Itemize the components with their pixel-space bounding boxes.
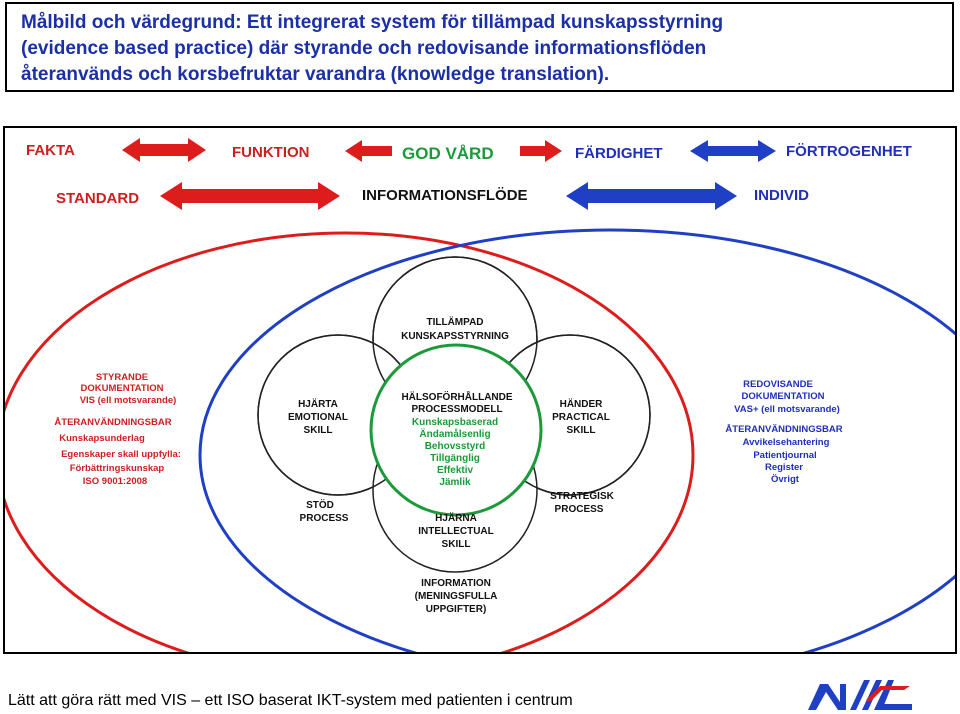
center-heading-2: PROCESSMODELL [411, 404, 502, 415]
information-line-2: (MENINGSFULLA [415, 591, 498, 602]
left-text-6: Egenskaper skall uppfylla: [61, 449, 181, 460]
left-text-7: Förbättringskunskap [70, 463, 165, 474]
label-fardighet: FÄRDIGHET [575, 145, 663, 162]
label-fortrogenhet: FÖRTROGENHET [786, 143, 912, 160]
right-text-4: ÅTERANVÄNDNINGSBAR [725, 424, 842, 435]
center-item-5: Effektiv [437, 465, 474, 476]
center-heading-1: HÄLSOFÖRHÅLLANDE [401, 390, 512, 403]
left-text-8: ISO 9001:2008 [83, 476, 147, 487]
right-text-6: Patientjournal [753, 450, 816, 461]
petal-top-line-1: TILLÄMPAD [426, 315, 483, 328]
right-text-3: VAS+ (ell motsvarande) [734, 404, 840, 415]
label-informationsflode: INFORMATIONSFLÖDE [362, 187, 528, 204]
petal-bottom-line-3: SKILL [442, 539, 471, 550]
label-standard: STANDARD [56, 190, 139, 207]
footer-text: Lätt att göra rätt med VIS – ett ISO bas… [8, 692, 573, 709]
label-funktion: FUNKTION [232, 144, 310, 161]
arrow-standard-informationsflode [160, 182, 340, 210]
label-individ: INDIVID [754, 187, 809, 204]
stod-line-2: PROCESS [300, 513, 349, 524]
center-item-4: Tillgänglig [430, 453, 480, 464]
petal-top-line-2: KUNSKAPSSTYRNING [401, 331, 509, 342]
red-ellipse [5, 231, 695, 652]
center-item-3: Behovsstyrd [425, 441, 486, 452]
blue-ellipse [198, 228, 955, 652]
petal-bottom-line-2: INTELLECTUAL [418, 526, 494, 537]
left-text-3: VIS (ell motsvarande) [80, 395, 177, 406]
title-line-3: återanvänds och korsbefruktar varandra (… [21, 64, 610, 85]
label-fakta: FAKTA [26, 142, 75, 159]
label-god-vard: GOD VÅRD [402, 144, 494, 163]
center-item-1: Kunskapsbaserad [412, 417, 498, 428]
center-circle [369, 343, 543, 517]
information-line-3: UPPGIFTER) [426, 604, 487, 615]
stod-line-1: STÖD [306, 498, 334, 511]
arrow-funktion-godvard [345, 140, 392, 162]
information-line-1: INFORMATION [421, 578, 491, 589]
petal-bottom-line-1: HJÄRNA [435, 511, 477, 524]
nll-logo [808, 680, 912, 710]
strategisk-line-2: PROCESS [555, 504, 604, 515]
right-text-1: REDOVISANDE [743, 379, 813, 390]
left-text-5: Kunskapsunderlag [59, 433, 145, 444]
petal-right-line-1: HÄNDER [560, 397, 604, 410]
petal-right-line-2: PRACTICAL [552, 412, 610, 423]
diagram-frame [3, 126, 957, 654]
petal-left-line-1: HJÄRTA [298, 397, 338, 410]
left-text-1: STYRANDE [96, 372, 148, 383]
arrow-godvard-right [520, 140, 562, 162]
center-item-2: Ändamålsenlig [419, 427, 490, 440]
petal-right-line-3: SKILL [567, 425, 596, 436]
arrow-fakta-funktion [122, 138, 206, 162]
title-line-1: Målbild och värdegrund: Ett integrerat s… [21, 12, 724, 33]
center-item-6: Jämlik [439, 477, 471, 488]
title-box: Målbild och värdegrund: Ett integrerat s… [5, 2, 954, 92]
petal-left-line-2: EMOTIONAL [288, 412, 348, 423]
petal-left-line-3: SKILL [304, 425, 333, 436]
title-line-2: (evidence based practice) där styrande o… [21, 38, 707, 59]
left-text-4: ÅTERANVÄNDNINGSBAR [54, 417, 171, 428]
right-text-5: Avvikelsehantering [743, 437, 830, 448]
arrow-fardighet-fortrogenhet [690, 140, 776, 162]
arrow-informationsflode-individ [566, 182, 737, 210]
strategisk-line-1: STRATEGISK [550, 491, 614, 502]
right-text-7: Register [765, 462, 803, 473]
left-text-2: DOKUMENTATION [80, 383, 163, 394]
right-text-2: DOKUMENTATION [741, 391, 824, 402]
right-text-8: Övrigt [771, 474, 800, 485]
